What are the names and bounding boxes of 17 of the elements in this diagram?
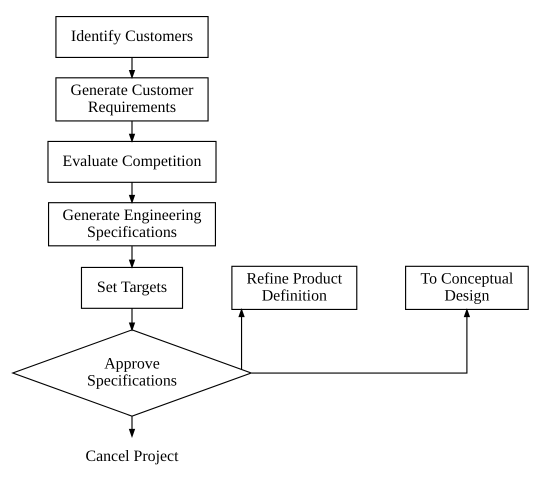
arrow	[238, 308, 245, 369]
arrow	[128, 56, 136, 79]
node-box: Generate Customer Requirements	[55, 76, 209, 122]
arrow	[128, 120, 136, 142]
arrow	[251, 308, 470, 374]
arrow	[128, 246, 136, 268]
node-box: To Conceptual Design	[405, 265, 529, 310]
arrow	[128, 416, 136, 438]
node-box: Refine Product Definition	[231, 265, 358, 310]
node-box: Evaluate Competition	[47, 140, 217, 182]
node-box: Identify Customers	[55, 15, 209, 58]
arrow	[128, 182, 136, 204]
arrow	[128, 308, 136, 332]
node-diamond: Approve Specifications	[11, 328, 253, 416]
node-box: Set Targets	[80, 266, 184, 308]
node-text: Cancel Project	[85, 448, 179, 465]
node-box: Generate Engineering Specifications	[48, 202, 216, 246]
